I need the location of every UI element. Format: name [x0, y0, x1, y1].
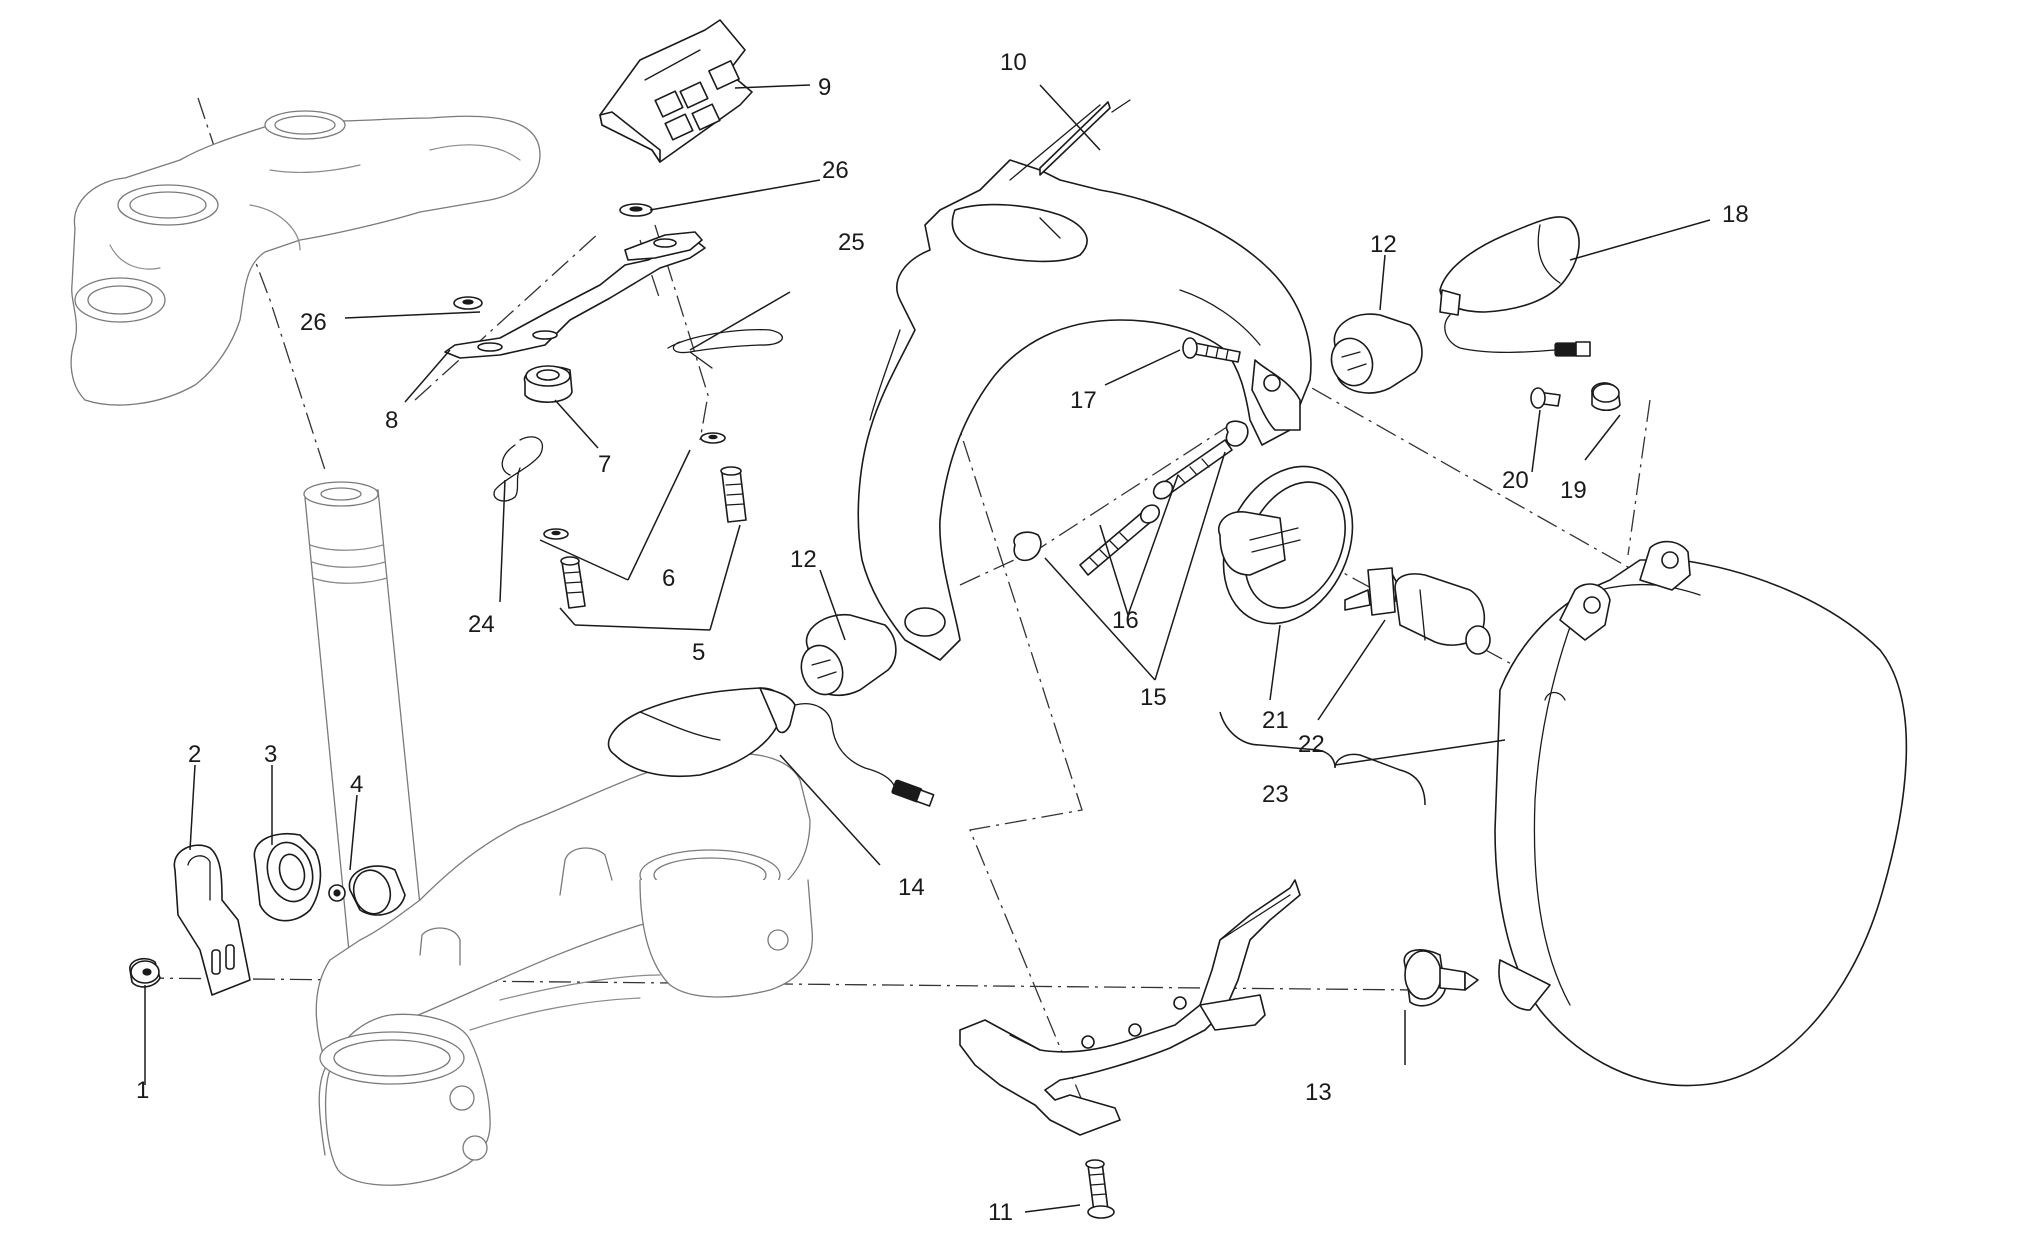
headlight-support-bracket — [959, 879, 1301, 1136]
washers-and-screws — [543, 432, 747, 609]
rubber-spacer — [1403, 949, 1479, 1007]
callout-4: 4 — [350, 771, 363, 798]
callout-20: 20 — [1502, 467, 1529, 494]
callout-13: 13 — [1305, 1079, 1332, 1106]
callout-26-left: 26 — [300, 309, 327, 336]
headlight-bulb — [1344, 567, 1491, 655]
turn-signal-holder-right — [1330, 313, 1423, 394]
wire-clip — [667, 329, 783, 369]
callout-9: 9 — [818, 74, 831, 101]
turn-signal-right — [1439, 216, 1591, 357]
callout-8: 8 — [385, 407, 398, 434]
callout-15: 15 — [1140, 684, 1167, 711]
headlight-fairing — [857, 99, 1312, 661]
callout-1: 1 — [136, 1077, 149, 1104]
lower-triple-clamp — [315, 753, 814, 1186]
group-bracket — [1219, 711, 1426, 806]
fairing-screws — [1013, 337, 1249, 576]
callout-21: 21 — [1262, 707, 1289, 734]
callout-17: 17 — [1070, 387, 1097, 414]
turn-signal-left — [607, 687, 935, 807]
callout-12-left: 12 — [790, 546, 817, 573]
screw-and-spacer — [1530, 382, 1621, 412]
horn-grommet — [328, 865, 406, 916]
callout-labels: 1 2 3 4 5 6 7 8 9 10 11 12 12 13 14 15 1… — [136, 49, 1749, 1226]
turn-signal-holder-left — [800, 613, 897, 696]
upper-triple-clamp — [70, 110, 541, 406]
callout-12-right: 12 — [1370, 231, 1397, 258]
callout-24: 24 — [468, 611, 495, 638]
callout-5: 5 — [692, 639, 705, 666]
callout-3: 3 — [264, 741, 277, 768]
rubber-grommet — [523, 365, 573, 403]
callout-23: 23 — [1262, 781, 1289, 808]
callout-14: 14 — [898, 874, 925, 901]
callout-26-top: 26 — [822, 157, 849, 184]
headlight-assembly — [1494, 540, 1908, 1087]
spring-clip — [493, 436, 544, 502]
connector-block — [599, 19, 753, 163]
bottom-screw — [1085, 1159, 1115, 1219]
callout-16: 16 — [1112, 607, 1139, 634]
mounting-bracket — [444, 203, 706, 359]
bulb-holder-ring — [1218, 465, 1354, 625]
callout-2: 2 — [188, 741, 201, 768]
callout-25: 25 — [838, 229, 865, 256]
horn-rubber-mount — [253, 833, 322, 922]
callout-19: 19 — [1560, 477, 1587, 504]
horn-bracket — [173, 844, 251, 996]
nut — [129, 958, 161, 988]
callout-18: 18 — [1722, 201, 1749, 228]
callout-11: 11 — [988, 1199, 1013, 1226]
callout-7: 7 — [598, 451, 611, 478]
leader-lines — [144, 84, 1711, 1213]
callout-6: 6 — [662, 565, 675, 592]
callout-10: 10 — [1000, 49, 1027, 76]
callout-22: 22 — [1298, 731, 1325, 758]
